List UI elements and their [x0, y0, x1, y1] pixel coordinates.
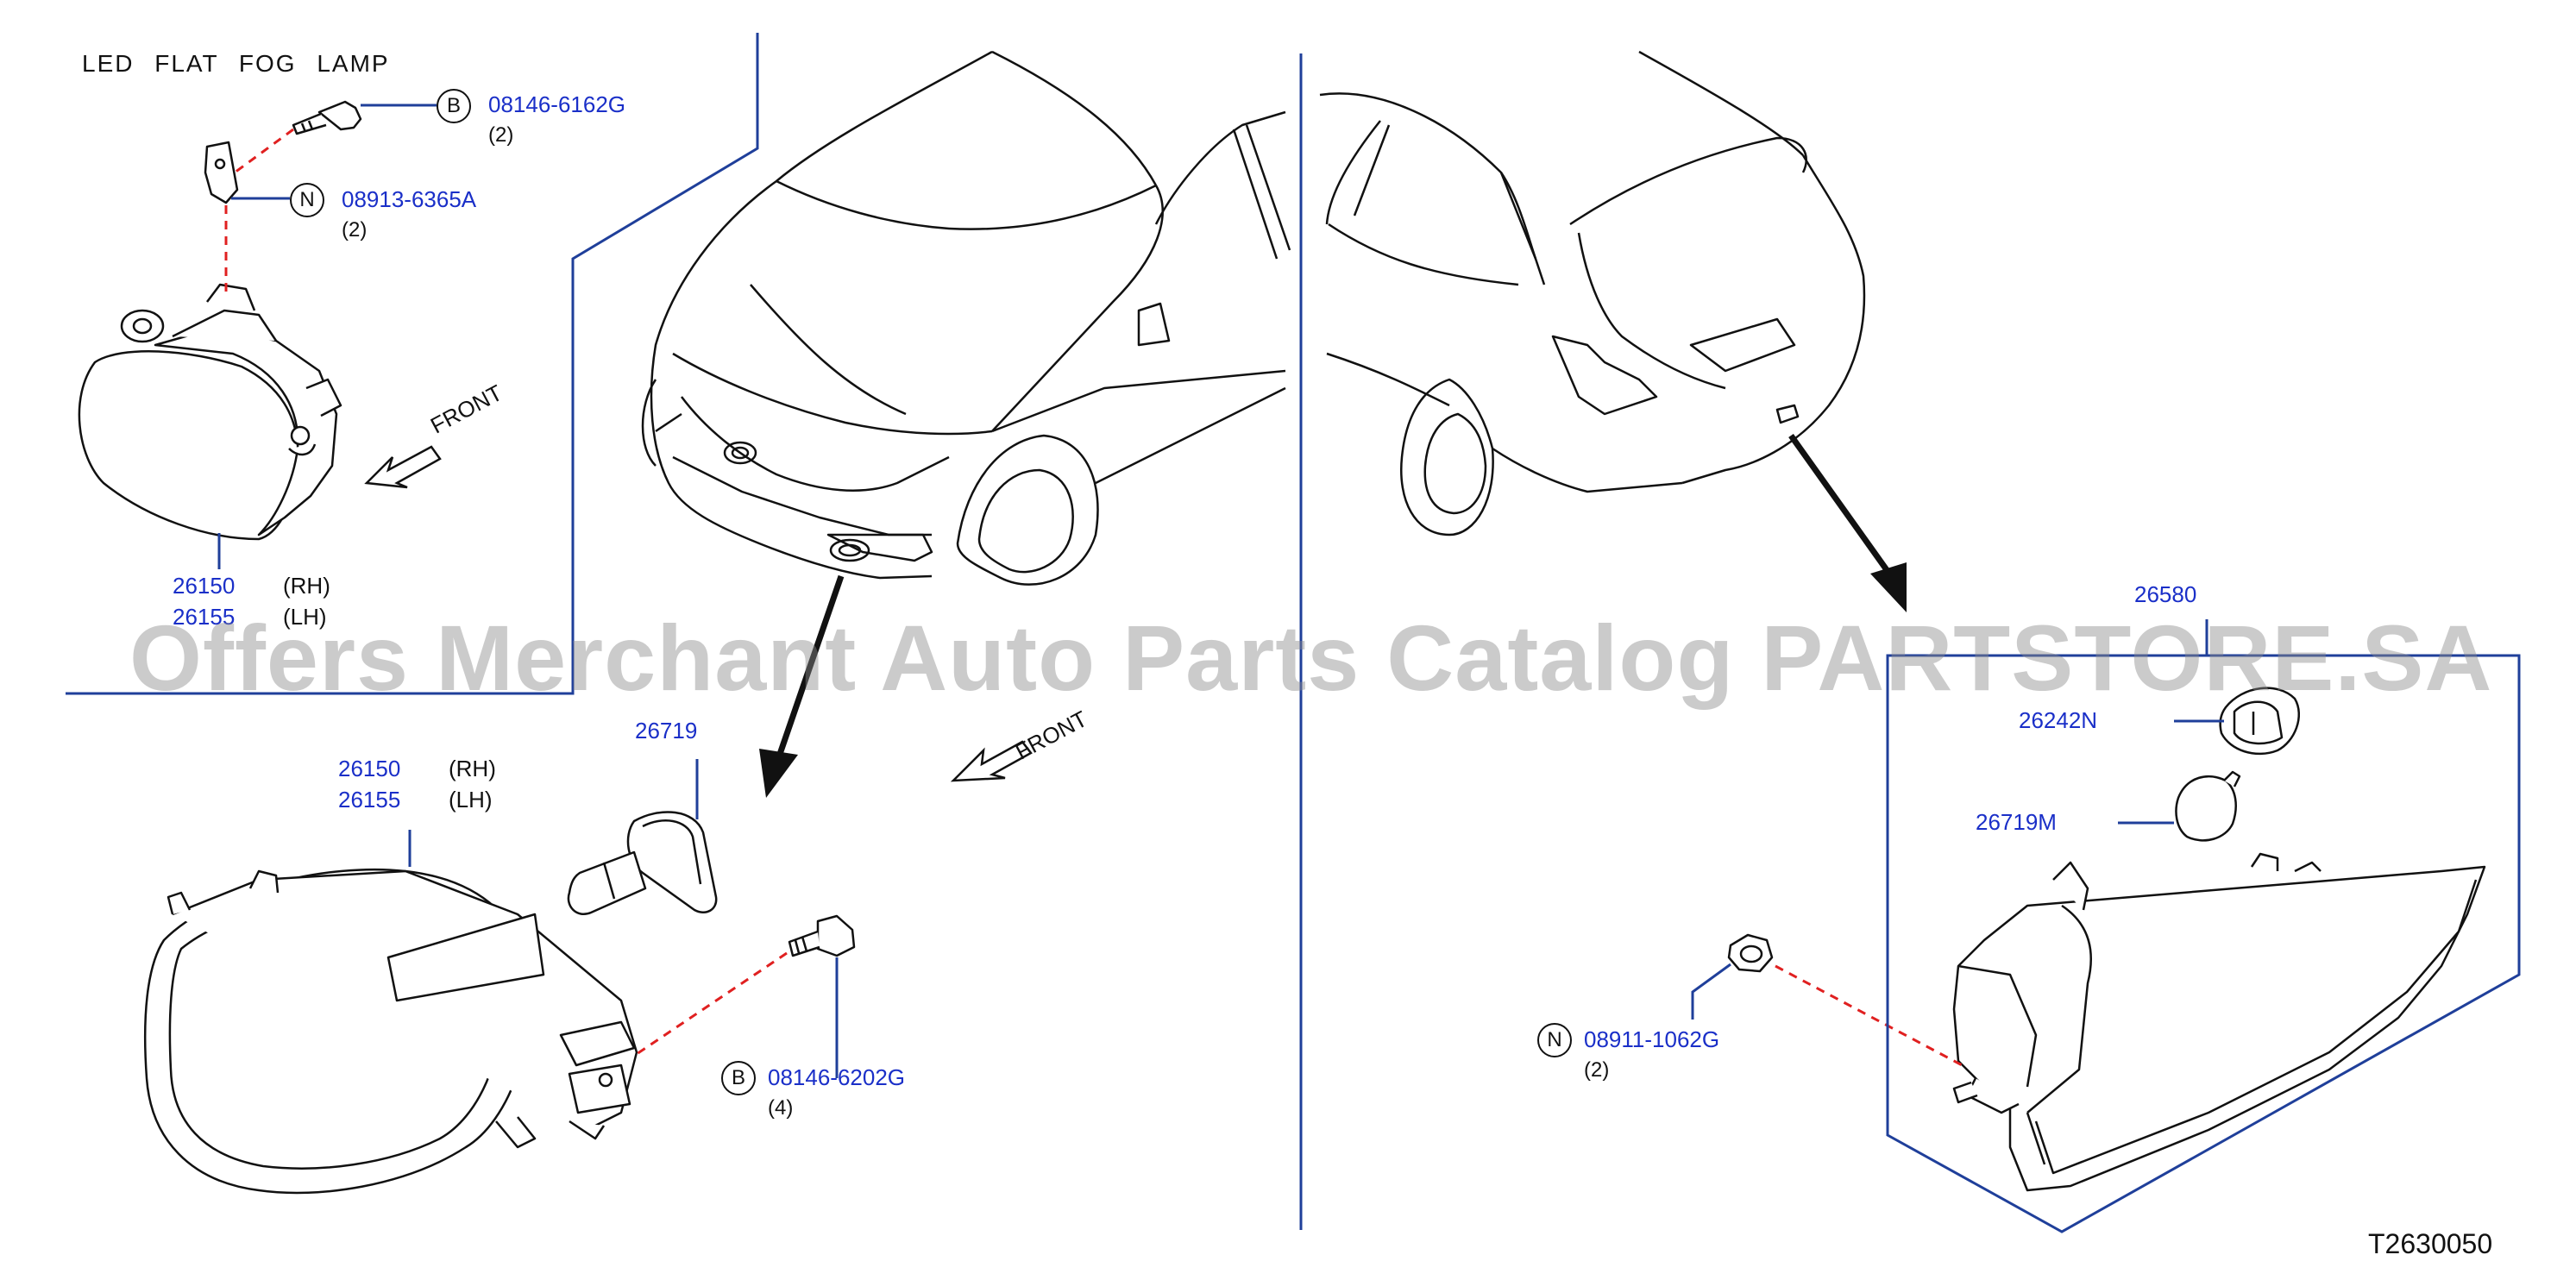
front-arrow-middle: [950, 740, 1033, 782]
led-nut-qty: (2): [342, 218, 368, 242]
part-number-rear-assy[interactable]: 26580: [2134, 581, 2197, 607]
front-rh-tag: (RH): [449, 756, 496, 781]
bolt-badge-front: B: [721, 1061, 756, 1095]
frame-lines: [66, 33, 1303, 1230]
part-number-led-bolt[interactable]: 08146-6162G: [488, 91, 626, 117]
led-lh-tag: (LH): [283, 604, 327, 630]
diagram-title: LED FLAT FOG LAMP: [82, 50, 390, 77]
led-bolt-qty: (2): [488, 123, 514, 147]
part-number-front-bolt[interactable]: 08146-6202G: [768, 1064, 906, 1090]
part-number-rear-bulb[interactable]: 26719M: [1976, 809, 2057, 835]
front-pointer-arrow: [759, 574, 845, 798]
part-number-led-nut[interactable]: 08913-6365A: [342, 186, 477, 212]
front-car-drawing: [641, 50, 1291, 586]
part-number-led-rh[interactable]: 26150: [173, 573, 236, 599]
front-fog-lamp-drawing: [143, 811, 856, 1195]
rear-nut-qty: (2): [1584, 1058, 1610, 1082]
rear-dashed-leader: [1775, 964, 1968, 1070]
part-number-front-lh[interactable]: 26155: [338, 787, 401, 813]
front-arrow-top: [364, 445, 442, 489]
front-bolt-qty: (4): [768, 1096, 794, 1120]
diagram-code: T2630050: [2368, 1228, 2493, 1259]
front-lh-tag: (LH): [449, 787, 493, 813]
rear-pointer-arrow: [1788, 433, 1907, 612]
part-number-front-bulb[interactable]: 26719: [635, 718, 698, 744]
part-number-front-rh[interactable]: 26150: [338, 756, 401, 781]
led-dashed-leaders: [224, 128, 294, 293]
part-number-led-lh[interactable]: 26155: [173, 604, 236, 630]
rear-fog-lamp-drawing: [1727, 687, 2486, 1192]
rear-assembly-frame: [1886, 619, 2521, 1233]
callout-leaders: [217, 104, 2224, 1078]
led-rh-tag: (RH): [283, 573, 330, 599]
nut-badge: N: [290, 183, 324, 217]
bolt-badge: B: [437, 89, 471, 123]
nut-badge-rear: N: [1537, 1023, 1572, 1057]
part-number-rear-nut[interactable]: 08911-1062G: [1584, 1026, 1720, 1052]
rear-car-drawing: [1319, 50, 1866, 536]
part-number-rear-socket[interactable]: 26242N: [2019, 707, 2098, 733]
led-fog-lamp-drawing: [78, 100, 362, 541]
watermark: Offers Merchant Auto Parts Catalog PARTS…: [129, 605, 2493, 710]
front-dashed-leader: [636, 951, 788, 1056]
